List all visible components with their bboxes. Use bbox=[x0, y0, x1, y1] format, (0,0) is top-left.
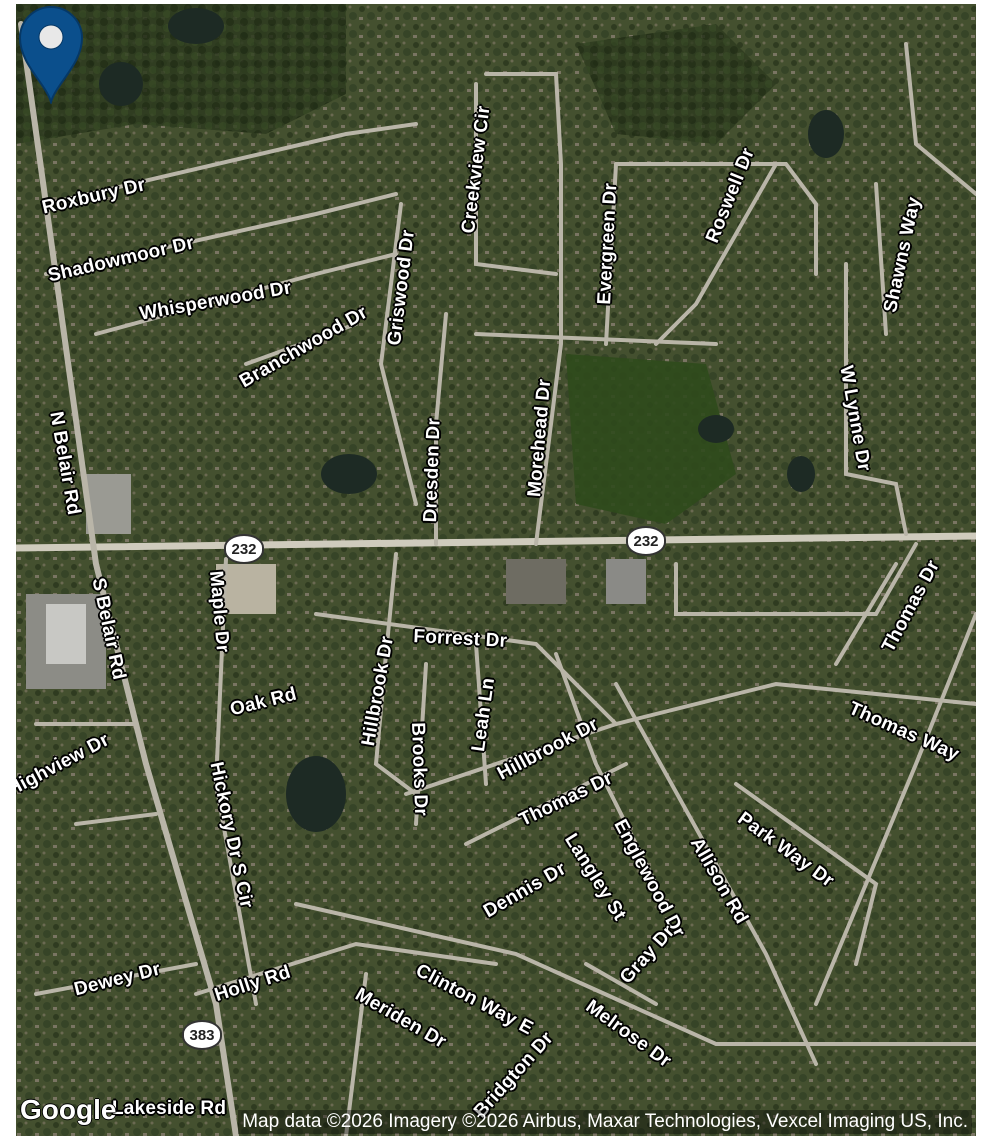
pond bbox=[808, 110, 844, 158]
map-attribution: Map data ©2026 Imagery ©2026 Airbus, Max… bbox=[238, 1110, 972, 1134]
satellite-map[interactable]: Roxbury Dr Shadowmoor Dr Whisperwood Dr … bbox=[16, 4, 976, 1136]
location-pin-icon[interactable] bbox=[16, 4, 86, 104]
pond bbox=[99, 62, 143, 106]
route-shield-232-east: 232 bbox=[626, 526, 666, 556]
google-logo: Google bbox=[20, 1094, 117, 1125]
road-label-lakeside-rd: Lakeside Rd bbox=[112, 1098, 227, 1119]
pond bbox=[698, 415, 734, 443]
road-label-brooks-dr: Brooks Dr bbox=[407, 722, 432, 817]
forest-area-nw bbox=[16, 4, 346, 144]
road-label-dresden-dr: Dresden Dr bbox=[420, 417, 445, 523]
pond bbox=[286, 756, 346, 832]
route-shield-383: 383 bbox=[182, 1020, 222, 1050]
pond bbox=[787, 456, 815, 492]
route-shield-232-west: 232 bbox=[224, 534, 264, 564]
road-network bbox=[16, 21, 976, 1136]
forest-area-center bbox=[566, 354, 736, 524]
map-imagery bbox=[16, 4, 976, 1136]
pond bbox=[321, 454, 377, 494]
pond bbox=[168, 8, 224, 44]
